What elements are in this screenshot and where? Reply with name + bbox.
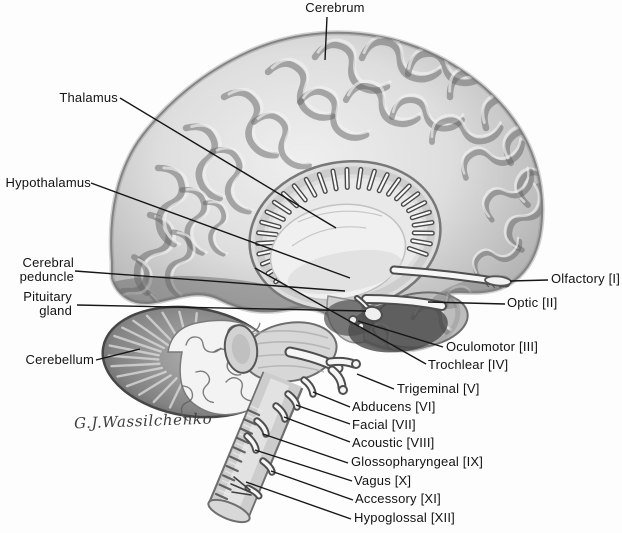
label-trigeminal: Trigeminal [V] — [397, 381, 480, 396]
label-trochlear: Trochlear [IV] — [428, 357, 509, 372]
leader-cerebral-peduncle — [74, 270, 346, 292]
leader-optic — [427, 301, 506, 305]
label-olfactory: Olfactory [I] — [551, 271, 621, 286]
label-accessory: Accessory [XI] — [355, 491, 441, 506]
leader-hypoglossal — [245, 481, 352, 520]
leader-cerebrum — [324, 16, 328, 61]
label-abducens: Abducens [VI] — [352, 399, 436, 414]
leader-oculomotor — [357, 320, 444, 348]
leader-glossopharyngeal — [262, 433, 349, 464]
leader-lines — [74, 16, 549, 520]
gyri-texture — [111, 34, 543, 351]
label-pituitary-gland: Pituitary gland — [23, 289, 72, 318]
leader-trigeminal — [356, 373, 395, 390]
cranial-nerve-stubs — [230, 265, 512, 500]
label-cerebral-peduncle: Cerebral peduncle — [19, 255, 74, 284]
leader-facial — [295, 404, 351, 425]
label-cerebrum: Cerebrum — [305, 0, 365, 15]
leader-thalamus — [119, 97, 337, 229]
leader-accessory — [270, 470, 354, 501]
leader-pituitary-gland — [76, 304, 367, 312]
leader-abducens — [312, 391, 351, 408]
label-thalamus: Thalamus — [59, 90, 118, 105]
label-vagus: Vagus [X] — [354, 473, 412, 488]
leader-cerebellum — [95, 348, 141, 361]
label-hypothalamus: Hypothalamus — [5, 175, 91, 190]
label-oculomotor: Oculomotor [III] — [446, 339, 539, 354]
label-optic: Optic [II] — [507, 295, 558, 310]
leader-trochlear — [254, 267, 427, 365]
leader-hypothalamus — [90, 182, 351, 279]
label-cerebellum: Cerebellum — [25, 352, 94, 367]
label-glossopharyngeal: Glossopharyngeal [IX] — [351, 454, 484, 469]
label-hypoglossal: Hypoglossal [XII] — [354, 510, 455, 525]
leader-acoustic — [283, 416, 351, 443]
leader-olfactory — [509, 279, 549, 282]
label-acoustic: Acoustic [VIII] — [352, 435, 435, 450]
leader-vagus — [254, 449, 353, 482]
label-facial: Facial [VII] — [352, 417, 416, 432]
